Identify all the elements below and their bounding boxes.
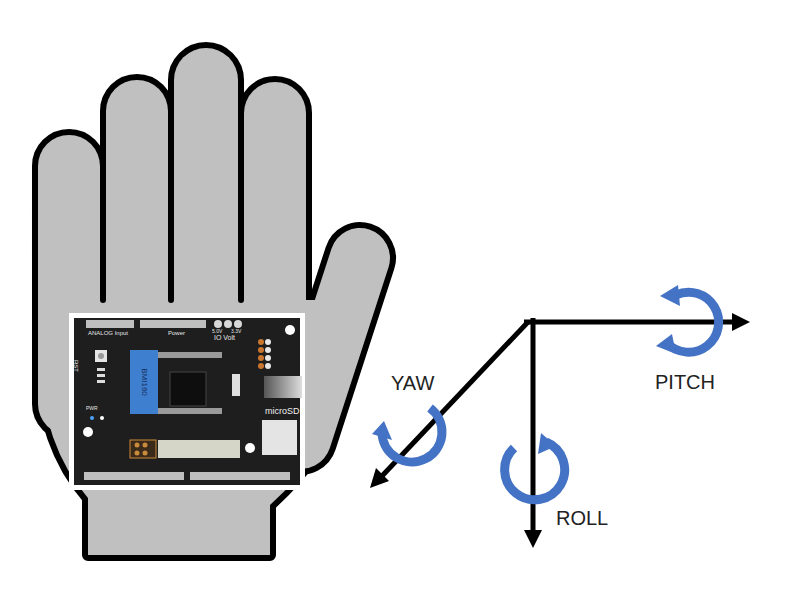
axis-label: ROLL [556, 508, 608, 528]
board-text: 5.0V [212, 329, 222, 334]
rotation-arrowheads [372, 285, 680, 454]
axis-label: PITCH [655, 372, 715, 392]
hand-outline [38, 48, 398, 555]
board-text: ANALOG Input [88, 330, 128, 336]
board-text: RST [73, 360, 79, 372]
axis-label: YAW [391, 373, 434, 393]
board [69, 313, 305, 490]
finger-gaps [103, 200, 241, 300]
board-text: PWR [86, 406, 98, 411]
board-text: Power [168, 330, 185, 336]
board-text: microSD [265, 407, 300, 416]
board-text: 3.3V [231, 329, 241, 334]
chip-label: BMI160 [140, 368, 148, 396]
rotation-arcs [382, 292, 719, 500]
board-text: IO Volt [214, 334, 235, 341]
hand-fill [38, 48, 398, 555]
